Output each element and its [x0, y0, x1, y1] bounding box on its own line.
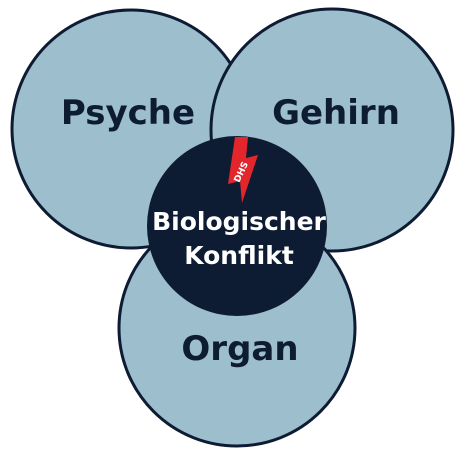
label-psyche: Psyche	[61, 93, 195, 133]
lightning-bolt-icon: DHS	[228, 137, 258, 203]
center-label-line2: Konflikt	[184, 241, 294, 270]
center-label-line1: Biologischer	[152, 207, 326, 236]
label-gehirn: Gehirn	[272, 93, 400, 133]
center-circle	[147, 136, 327, 316]
label-organ: Organ	[181, 329, 298, 369]
